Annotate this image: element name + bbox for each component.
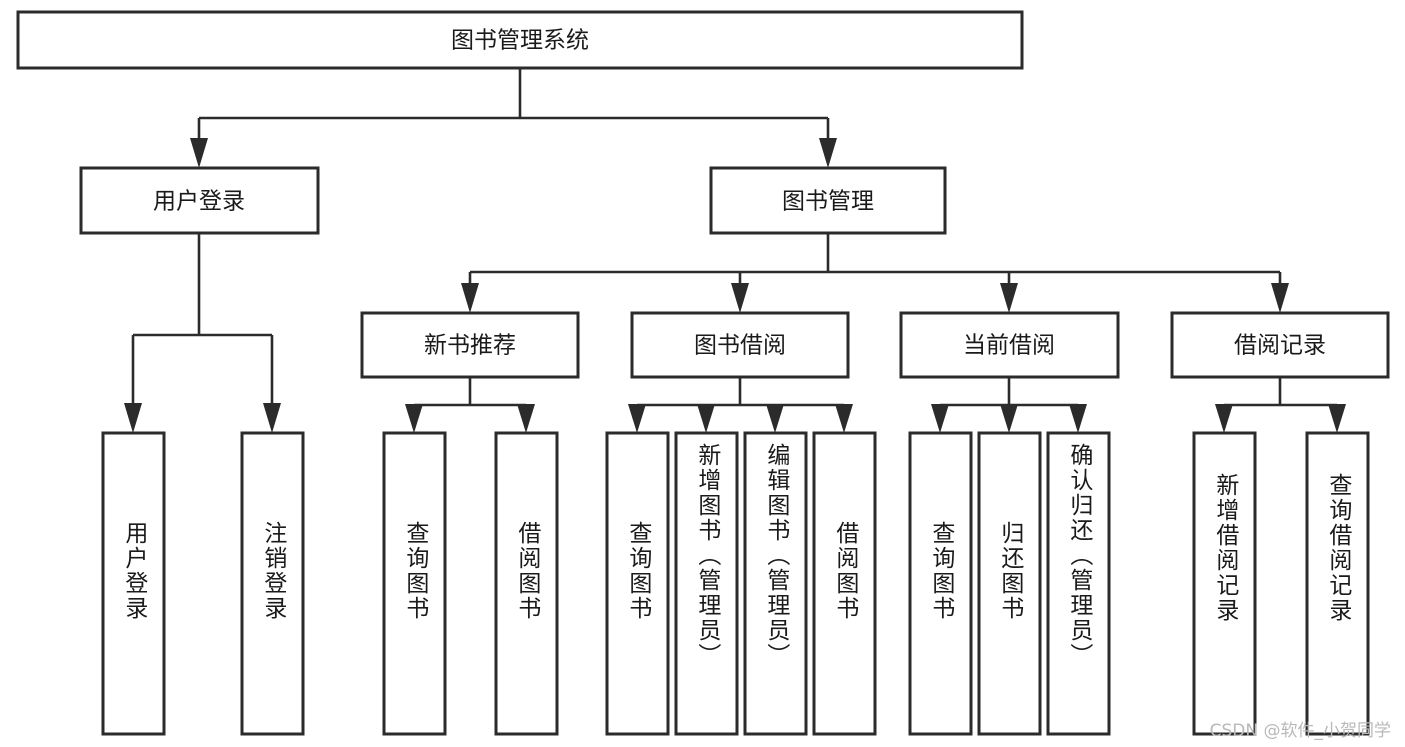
node-book-manage-label: 图书管理 bbox=[782, 189, 874, 215]
node-current-borrow[interactable]: 当前借阅 bbox=[899, 311, 1120, 379]
leaf-box-query-book-3[interactable] bbox=[908, 431, 973, 736]
arrow-head-leaf-query-book-2 bbox=[628, 404, 646, 433]
node-book-borrow-label: 图书借阅 bbox=[694, 333, 786, 359]
connector-group-current-borrow bbox=[931, 377, 1087, 433]
leaf-box-logout-login[interactable] bbox=[240, 431, 305, 736]
leaf-box-add-borrow-record[interactable] bbox=[1192, 431, 1257, 736]
node-root-box[interactable] bbox=[16, 10, 1024, 70]
csdn-watermark: CSDN @软件_小贺同学 bbox=[1209, 721, 1391, 741]
arrow-head-leaf-return-book bbox=[1000, 404, 1018, 433]
node-borrow-record-label: 借阅记录 bbox=[1234, 333, 1326, 359]
node-book-borrow-box[interactable] bbox=[630, 311, 850, 379]
arrow-head-leaf-confirm-return-admin bbox=[1069, 404, 1087, 433]
leaf-box-add-book-admin[interactable] bbox=[674, 431, 739, 736]
leaf-box-query-book-1[interactable] bbox=[382, 431, 447, 736]
connector-group-new-book-recommend bbox=[405, 377, 535, 433]
arrow-head-borrow-record bbox=[1271, 283, 1289, 313]
leaf-boxes bbox=[101, 431, 1370, 736]
leaf-box-edit-book-admin[interactable] bbox=[743, 431, 808, 736]
node-new-book-recommend-label: 新书推荐 bbox=[424, 333, 516, 359]
arrow-head-user-login bbox=[190, 138, 208, 168]
node-current-borrow-label: 当前借阅 bbox=[963, 333, 1055, 359]
arrow-head-leaf-edit-book-admin bbox=[766, 404, 784, 433]
arrow-head-new-book-recommend bbox=[461, 283, 479, 313]
connector-group-root bbox=[190, 68, 837, 168]
node-book-borrow[interactable]: 图书借阅 bbox=[630, 311, 850, 379]
arrow-head-book-borrow bbox=[731, 283, 749, 313]
connector-group-book-manage bbox=[461, 233, 1289, 313]
node-user-login[interactable]: 用户登录 bbox=[79, 166, 320, 235]
node-book-manage-box[interactable] bbox=[709, 166, 947, 235]
node-root-label: 图书管理系统 bbox=[451, 28, 589, 54]
arrow-head-leaf-logout-login bbox=[263, 403, 281, 433]
connector-group-user-login bbox=[124, 233, 281, 433]
arrow-head-leaf-query-borrow-record bbox=[1328, 404, 1346, 433]
node-root[interactable]: 图书管理系统 bbox=[16, 10, 1024, 70]
connector-group-book-borrow bbox=[628, 377, 853, 433]
arrow-head-leaf-borrow-book-1 bbox=[517, 404, 535, 433]
arrow-head-current-borrow bbox=[1000, 283, 1018, 313]
leaf-box-query-book-2[interactable] bbox=[605, 431, 670, 736]
leaf-box-borrow-book-2[interactable] bbox=[812, 431, 877, 736]
arrow-head-leaf-query-book-1 bbox=[405, 404, 423, 433]
leaf-box-query-borrow-record[interactable] bbox=[1305, 431, 1370, 736]
connector-group-borrow-record bbox=[1215, 377, 1346, 433]
arrow-head-book-manage bbox=[819, 138, 837, 168]
arrow-head-leaf-add-borrow-record bbox=[1215, 404, 1233, 433]
arrow-head-leaf-user-login bbox=[124, 403, 142, 433]
node-borrow-record[interactable]: 借阅记录 bbox=[1170, 311, 1390, 379]
arrow-head-leaf-borrow-book-2 bbox=[835, 404, 853, 433]
node-borrow-record-box[interactable] bbox=[1170, 311, 1390, 379]
node-new-book-recommend[interactable]: 新书推荐 bbox=[360, 311, 580, 379]
node-book-manage[interactable]: 图书管理 bbox=[709, 166, 947, 235]
node-user-login-box[interactable] bbox=[79, 166, 320, 235]
leaf-box-user-login[interactable] bbox=[101, 431, 166, 736]
leaf-box-confirm-return-admin[interactable] bbox=[1046, 431, 1111, 736]
leaf-box-return-book[interactable] bbox=[977, 431, 1042, 736]
arrow-head-leaf-query-book-3 bbox=[931, 404, 949, 433]
node-user-login-label: 用户登录 bbox=[153, 189, 245, 215]
node-new-book-recommend-box[interactable] bbox=[360, 311, 580, 379]
leaf-box-borrow-book-1[interactable] bbox=[494, 431, 559, 736]
arrow-head-leaf-add-book-admin bbox=[697, 404, 715, 433]
node-current-borrow-box[interactable] bbox=[899, 311, 1120, 379]
